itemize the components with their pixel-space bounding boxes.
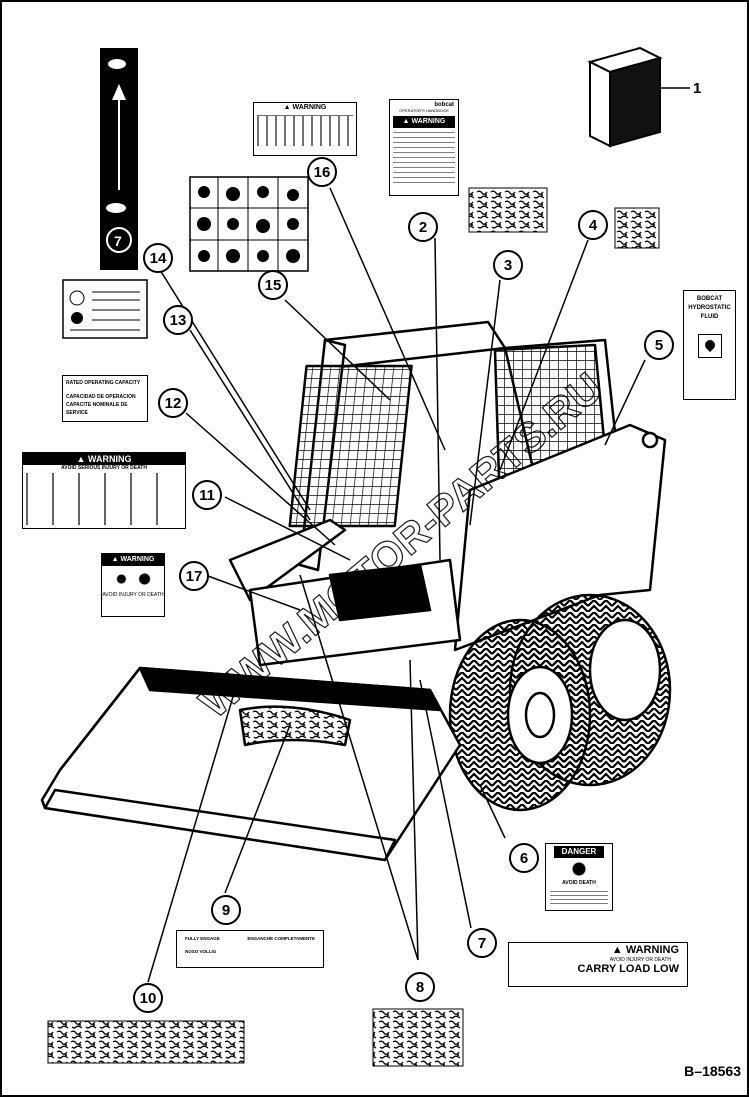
speed-decal: 7 [100, 48, 138, 270]
hydro-line1: BOBCAT [696, 296, 723, 302]
mottled-decal-a [468, 187, 548, 233]
carry-load-title: ▲ WARNING [611, 944, 679, 956]
warning-top-title: ▲ WARNING [283, 104, 327, 111]
figure-id: B–18563 [684, 1063, 741, 1079]
danger-text-lines [550, 888, 608, 904]
carry-load-low-decal: ▲ WARNING AVOID INJURY OR DEATH CARRY LO… [508, 942, 688, 987]
callout-9: 9 [211, 895, 241, 925]
callout-1: 1 [693, 80, 702, 97]
hydrostatic-fluid-decal: BOBCAT HYDROSTATIC FLUID [683, 290, 736, 400]
callout-3: 3 [493, 250, 523, 280]
skid-steer-loader [40, 320, 672, 862]
callout-2: 2 [408, 212, 438, 242]
fully-engage-decal: FULLY ENGAGE ENGANCHE COMPLETAMENTE NOSO… [176, 930, 324, 968]
danger-sub: AVOID DEATH [562, 880, 596, 886]
operator-manual-decal: bobcat OPERATOR'S HANDBOOK ▲ WARNING [389, 99, 459, 196]
manual-box-icon [587, 46, 690, 148]
callout-12: 12 [158, 388, 188, 418]
danger-decal: DANGER AVOID DEATH [545, 843, 613, 911]
manual-brand: bobcat [434, 102, 454, 108]
callout-14: 14 [143, 243, 173, 273]
callout-16: 16 [307, 157, 337, 187]
warning-top-decal: ▲ WARNING [253, 102, 357, 156]
mottled-decal-b [614, 207, 660, 249]
warning-top-pictograms [257, 115, 353, 146]
callout-11: 11 [192, 480, 222, 510]
warning-left-pictograms [26, 473, 182, 525]
rated-line3: CAPACITE NOMINALE DE SERVICE [66, 402, 128, 416]
manual-title: OPERATOR'S HANDBOOK [399, 108, 449, 113]
warning-small-title: ▲ WARNING [102, 554, 164, 566]
fluid-drop-icon [697, 334, 722, 358]
callout-17: 17 [179, 561, 209, 591]
rated-line2: CAPACIDAD DE OPERACION [66, 394, 136, 400]
instruction-decal [62, 279, 148, 339]
callout-15: 15 [258, 270, 288, 300]
rated-line1: RATED OPERATING CAPACITY [66, 380, 141, 386]
pictogram-decal [189, 176, 309, 272]
warning-left-title: ▲ WARNING [23, 453, 185, 465]
callout-10: 10 [133, 983, 163, 1013]
mottled-decal-10 [47, 1020, 245, 1064]
warning-small-sub: AVOID INJURY OR DEATH [102, 592, 164, 598]
danger-title: DANGER [554, 846, 604, 858]
warning-small-pictogram [104, 568, 162, 590]
warning-left-sub: AVOID SERIOUS INJURY OR DEATH [61, 465, 147, 471]
hydro-line2: HYDROSTATIC [688, 305, 731, 311]
hydro-line3: FLUID [700, 314, 719, 320]
danger-pictogram [548, 860, 610, 878]
callout-8: 8 [405, 972, 435, 1002]
rated-capacity-decal: RATED OPERATING CAPACITY CAPACIDAD DE OP… [62, 375, 148, 422]
warning-left-decal: ▲ WARNING AVOID SERIOUS INJURY OR DEATH [22, 452, 186, 529]
callout-5: 5 [644, 330, 674, 360]
callout-7: 7 [467, 928, 497, 958]
carry-load-sub: AVOID INJURY OR DEATH [609, 957, 671, 963]
engage-line3: NOSO VOLLIG [185, 949, 217, 954]
mottled-decal-8 [372, 1008, 464, 1067]
callout-4: 4 [578, 210, 608, 240]
carry-load-main: CARRY LOAD LOW [577, 963, 679, 975]
warning-small-decal: ▲ WARNING AVOID INJURY OR DEATH [101, 553, 165, 617]
callout-13: 13 [163, 305, 193, 335]
callout-6: 6 [509, 843, 539, 873]
manual-text-lines [393, 131, 455, 183]
engage-line1: FULLY ENGAGE [185, 936, 220, 941]
svg-text:7: 7 [114, 233, 122, 249]
engage-line2: ENGANCHE COMPLETAMENTE [247, 936, 315, 941]
manual-warning: ▲ WARNING [393, 116, 455, 128]
